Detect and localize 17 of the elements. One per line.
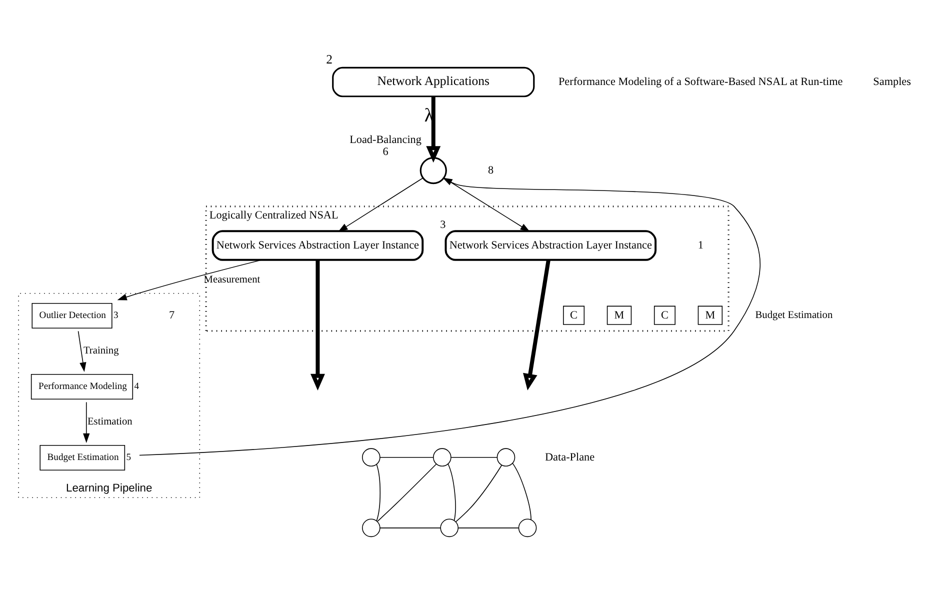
node-label: 2 — [326, 52, 332, 66]
edge-label: Estimation — [86, 416, 132, 428]
node-label: 3 — [113, 310, 118, 322]
node-label: 5 — [126, 452, 131, 464]
node-label: 1 — [697, 239, 703, 252]
node-label: 6 — [382, 146, 388, 158]
node-label: 7 — [168, 309, 174, 322]
node-label: 3 — [440, 219, 446, 232]
edge-label: Training — [82, 346, 118, 357]
node-label: Load-Balancing — [349, 134, 421, 146]
label: Data-Plane — [544, 451, 594, 464]
label: Samples — [872, 76, 910, 88]
label: Performance Modeling of a Software-Based NSAL at Run-time — [558, 76, 842, 88]
label: 8 — [488, 164, 494, 177]
node-label: 4 — [134, 381, 139, 392]
edge-label: Budget Estimation — [754, 310, 832, 322]
edge-label: Measurement — [203, 274, 260, 286]
